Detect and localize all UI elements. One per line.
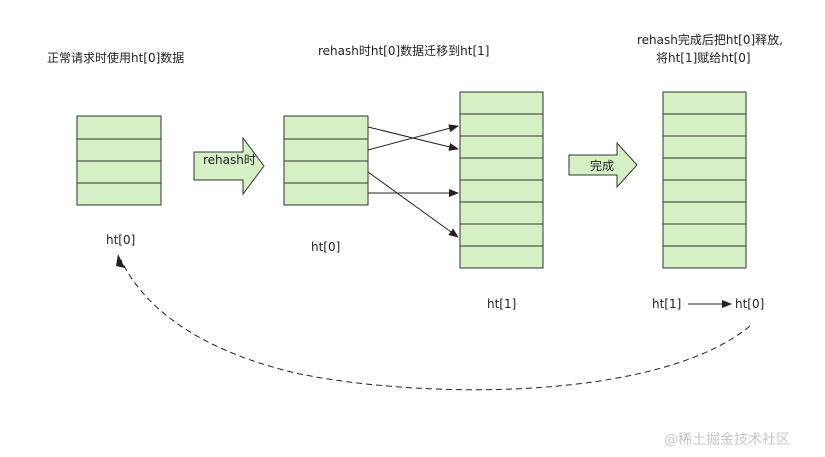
migration-arrow xyxy=(367,124,459,151)
table-cell xyxy=(662,91,747,115)
table-cell xyxy=(459,157,544,181)
label-ht1-final: ht[1] xyxy=(652,297,681,311)
table-cell xyxy=(662,157,747,181)
hash-table-final xyxy=(662,91,747,269)
label-ht0-final: ht[0] xyxy=(735,297,764,311)
table-cell xyxy=(283,115,369,140)
table-cell xyxy=(662,201,747,225)
rehash-block-arrow xyxy=(193,136,265,196)
table-cell xyxy=(459,179,544,203)
table-cell xyxy=(662,223,747,247)
table-cell xyxy=(662,113,747,137)
label-rehash-arrow: rehash时 xyxy=(203,153,256,167)
table-cell xyxy=(662,179,747,203)
hash-table-ht1 xyxy=(459,91,544,269)
hash-table-ht0-left xyxy=(76,115,162,206)
table-cell xyxy=(76,160,162,184)
table-cell xyxy=(76,182,162,206)
caption-rehash-complete-line2: 将ht[1]赋给ht[0] xyxy=(656,51,751,65)
label-ht1: ht[1] xyxy=(487,297,516,311)
table-cell xyxy=(283,160,369,184)
hash-table-ht0-middle xyxy=(283,115,369,206)
migration-arrows xyxy=(367,124,459,238)
table-cell xyxy=(283,182,369,206)
dashed-return-arrow xyxy=(120,259,751,391)
dashed-arrow-head xyxy=(116,254,125,268)
table-cell xyxy=(662,245,747,269)
watermark-text: @稀土掘金技术社区 xyxy=(664,432,790,448)
table-cell xyxy=(459,201,544,225)
table-cell xyxy=(283,138,369,162)
caption-rehash-migration: rehash时ht[0]数据迁移到ht[1] xyxy=(318,43,490,58)
label-done-arrow: 完成 xyxy=(590,158,614,173)
table-cell xyxy=(459,91,544,115)
table-cell xyxy=(459,135,544,159)
table-cell xyxy=(662,135,747,159)
done-block-arrow xyxy=(568,141,638,189)
migration-arrow xyxy=(367,171,459,238)
table-cell xyxy=(76,115,162,140)
caption-rehash-complete-line1: rehash完成后把ht[0]释放, xyxy=(637,32,783,47)
label-ht0-middle: ht[0] xyxy=(311,240,340,254)
table-cell xyxy=(459,223,544,247)
label-ht0-left: ht[0] xyxy=(106,233,135,247)
table-cell xyxy=(76,138,162,162)
caption-normal-request: 正常请求时使用ht[0]数据 xyxy=(47,50,184,65)
table-cell xyxy=(459,113,544,137)
table-cell xyxy=(459,245,544,269)
